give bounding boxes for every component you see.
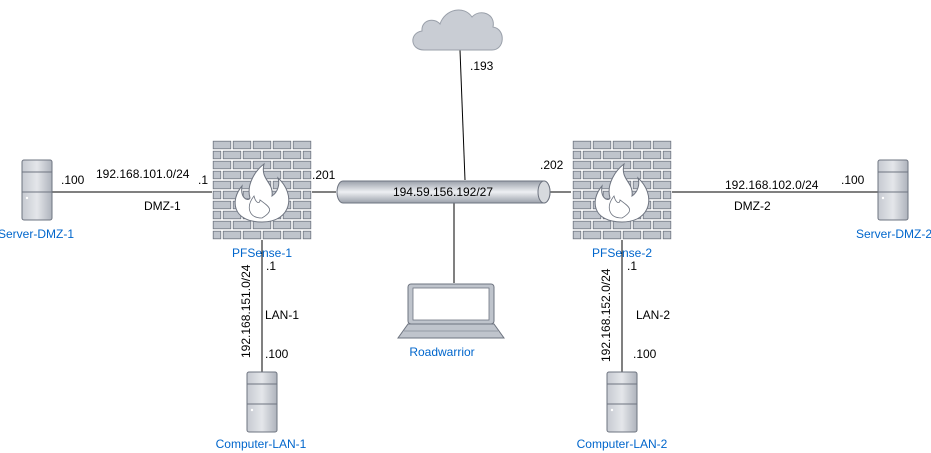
fw1-wan-suffix: .201 <box>312 168 336 182</box>
cloud-ip-suffix: .193 <box>470 59 494 73</box>
fw1-dmz-gw-suffix: .1 <box>198 173 208 187</box>
labels: .193 194.59.156.192/27 .201 .202 .100 19… <box>0 59 931 451</box>
lan2-name-label: LAN-2 <box>636 308 670 322</box>
server-dmz2-ip-suffix: .100 <box>841 173 865 187</box>
server-dmz2-label: Server-DMZ-2 <box>856 227 931 241</box>
lan2-subnet-label: 192.168.152.0/24 <box>599 268 613 362</box>
dmz1-subnet-label: 192.168.101.0/24 <box>96 167 190 181</box>
wan-segment-tube-icon <box>336 180 551 204</box>
roadwarrior-label: Roadwarrior <box>409 345 474 359</box>
fw2-wan-suffix: .202 <box>540 158 564 172</box>
pfsense-1-label: PFSense-1 <box>232 246 292 260</box>
lan1-name-label: LAN-1 <box>265 308 299 322</box>
wan-subnet-label: 194.59.156.192/27 <box>393 185 493 199</box>
lan1-subnet-label: 192.168.151.0/24 <box>239 264 253 358</box>
fw1-lan-gw-suffix: .1 <box>266 259 276 273</box>
dmz2-subnet-label: 192.168.102.0/24 <box>725 178 819 192</box>
computer-lan2-label: Computer-LAN-2 <box>577 437 668 451</box>
pfsense-2-firewall-icon[interactable] <box>572 140 672 240</box>
fw2-lan-gw-suffix: .1 <box>627 259 637 273</box>
server-dmz2-icon[interactable] <box>877 159 909 221</box>
dmz2-name-label: DMZ-2 <box>734 199 771 213</box>
connections <box>52 49 878 372</box>
server-dmz1-icon[interactable] <box>21 159 53 221</box>
server-dmz1-ip-suffix: .100 <box>61 173 85 187</box>
link-cloud-wan <box>459 49 466 181</box>
computer-lan2-ip-suffix: .100 <box>633 347 657 361</box>
server-dmz1-label: Server-DMZ-1 <box>0 227 74 241</box>
computer-lan1-icon[interactable] <box>246 371 278 433</box>
pfsense-2-label: PFSense-2 <box>592 246 652 260</box>
computer-lan1-label: Computer-LAN-1 <box>216 437 307 451</box>
pfsense-1-firewall-icon[interactable] <box>212 140 312 240</box>
dmz1-name-label: DMZ-1 <box>144 199 181 213</box>
roadwarrior-laptop-icon[interactable] <box>397 283 505 339</box>
computer-lan2-icon[interactable] <box>606 371 638 433</box>
internet-cloud-icon <box>412 9 503 51</box>
computer-lan1-ip-suffix: .100 <box>265 347 289 361</box>
